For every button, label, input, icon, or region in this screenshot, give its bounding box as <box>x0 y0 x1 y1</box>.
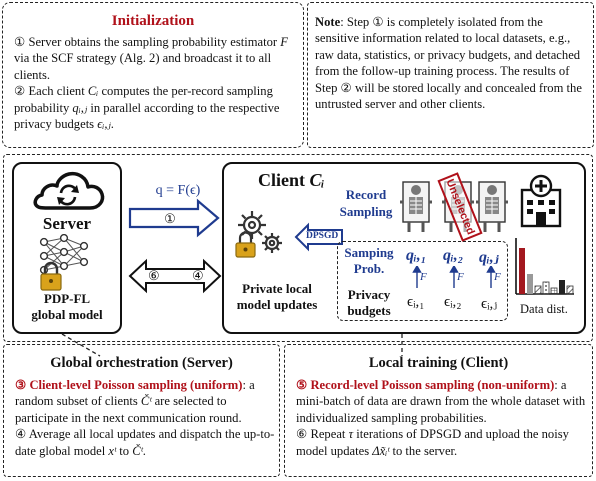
note-body: : Step ① is completely isolated from the… <box>315 15 582 112</box>
step6-var2: Δx̃ᵢᵗ <box>372 443 390 458</box>
f-label-1: F <box>420 271 427 283</box>
broadcast-arrow <box>128 198 220 238</box>
private-line1: Private local <box>242 281 312 296</box>
samping-prob-line2: Prob. <box>353 261 385 276</box>
q-label-3: qᵢ,ⱼ <box>479 249 499 266</box>
eps-label-3: ϵᵢ,ⱼ <box>481 296 498 312</box>
step4-var: xᵗ <box>108 443 117 458</box>
step6-text: ⑥ Repeat <box>296 427 349 442</box>
step3-text-end: are selected to participate in the next … <box>15 394 242 425</box>
f-label-3: F <box>494 271 501 283</box>
step2-text: ② Each client <box>14 84 88 99</box>
step2-text-end: . <box>110 117 114 132</box>
record-sampling-line1: Record <box>345 187 387 202</box>
private-updates-label: Private local model updates <box>222 281 332 313</box>
note-box <box>307 2 594 148</box>
server-title: Server <box>42 214 92 233</box>
step1-text: ① Server obtains the sampling probabilit… <box>14 35 281 49</box>
step2-var3: ϵᵢ,ⱼ <box>97 117 111 132</box>
global-orchestration-steps: ③ Client-level Poisson sampling (uniform… <box>15 377 277 459</box>
arrow-step6-label: ⑥ <box>148 268 160 283</box>
samping-prob-line1: Samping <box>344 245 394 260</box>
samping-prob-label: Samping Prob. <box>338 245 400 277</box>
eps-label-2: ϵᵢ,₂ <box>444 294 462 310</box>
global-orchestration-title: Global orchestration (Server) <box>50 355 233 371</box>
privacy-budgets-label: Privacy budgets <box>338 287 400 319</box>
step4-text-mid: to <box>116 443 133 458</box>
server-model-label: PDP-FL global model <box>12 291 122 323</box>
sampling-formula: q = F(ϵ) <box>138 183 218 199</box>
server-model-line2: global model <box>31 307 103 322</box>
step1-text-end: via the SCF strategy (Alg. 2) and broadc… <box>14 51 272 82</box>
local-training-box <box>284 344 593 477</box>
global-orchestration-box <box>3 344 280 477</box>
q-label-1: qᵢ,₁ <box>406 247 427 264</box>
local-training-title: Local training (Client) <box>368 355 509 371</box>
xray-record-3-icon <box>476 181 508 232</box>
step2-var: Cᵢ <box>87 84 99 99</box>
cloud-sync-icon <box>33 171 105 210</box>
client-title-text: Client <box>258 170 310 190</box>
client-title: Client Cᵢ <box>258 170 325 191</box>
arrow-step1-label: ① <box>164 211 176 226</box>
record-sampling-line2: Sampling <box>339 204 393 219</box>
step3-text: : a random subset of clients <box>15 378 255 409</box>
f-label-2: F <box>457 271 464 283</box>
step4-text: ④ Average all local updates and dispatch… <box>15 427 275 458</box>
hospital-icon <box>520 174 562 228</box>
initialization-title: Initialization <box>111 13 195 29</box>
step2-text-post: in parallel according to the respective … <box>14 100 280 132</box>
step3-var: Čᵗ <box>140 394 152 409</box>
step1-var: F <box>280 35 288 49</box>
initialization-steps: ① Server obtains the sampling probabilit… <box>14 34 296 132</box>
step6-var: τ <box>348 427 354 442</box>
local-training-steps: ⑤ Record-level Poisson sampling (non-uni… <box>296 377 588 459</box>
arrow-step4-label: ④ <box>192 268 204 283</box>
data-distribution-icon <box>515 238 574 295</box>
f-arrows <box>412 266 496 288</box>
exchange-arrow <box>128 258 222 294</box>
privacy-line2: budgets <box>347 303 391 318</box>
record-sampling-label: Record Sampling <box>338 186 394 220</box>
formula-text: q = F(ϵ) <box>155 183 201 198</box>
note-label: Note <box>315 15 341 29</box>
step4-text-end: . <box>142 443 146 458</box>
private-line2: model updates <box>236 297 318 312</box>
server-box <box>12 162 122 334</box>
dpsgd-arrow <box>294 222 343 252</box>
server-model-line1: PDP-FL <box>43 291 91 306</box>
sampling-table-box <box>337 241 508 321</box>
note-text: Note: Step ① is completely isolated from… <box>315 14 587 112</box>
client-title-var: Cᵢ <box>309 170 325 190</box>
neural-network-lock-icon <box>39 234 89 291</box>
step3-label: ③ Client-level Poisson sampling (uniform… <box>15 378 243 392</box>
step2-var2: qᵢ,ⱼ <box>72 100 88 115</box>
connector-lines <box>61 333 403 357</box>
xray-record-1-icon <box>400 181 432 232</box>
step2-text-mid: computes the per-record sampling probabi… <box>14 84 273 115</box>
initialization-box <box>2 2 304 148</box>
step6-text-mid: iterations of DPSGD and upload the noisy… <box>296 427 569 458</box>
data-dist-label: Data dist. <box>520 302 568 316</box>
step6-text-end: to the server. <box>389 443 458 458</box>
step5-text: : a mini-batch of data are drawn from th… <box>296 378 586 425</box>
q-label-2: qᵢ,₂ <box>443 247 464 264</box>
privacy-line1: Privacy <box>347 287 391 302</box>
dpsgd-label: DPSGD <box>306 231 339 241</box>
step5-label: ⑤ Record-level Poisson sampling (non-uni… <box>296 378 555 392</box>
eps-label-1: ϵᵢ,₁ <box>407 294 425 310</box>
step4-var2: Čᵗ <box>132 443 143 458</box>
gears-lock-icon <box>235 211 282 258</box>
middle-frame <box>3 154 593 342</box>
